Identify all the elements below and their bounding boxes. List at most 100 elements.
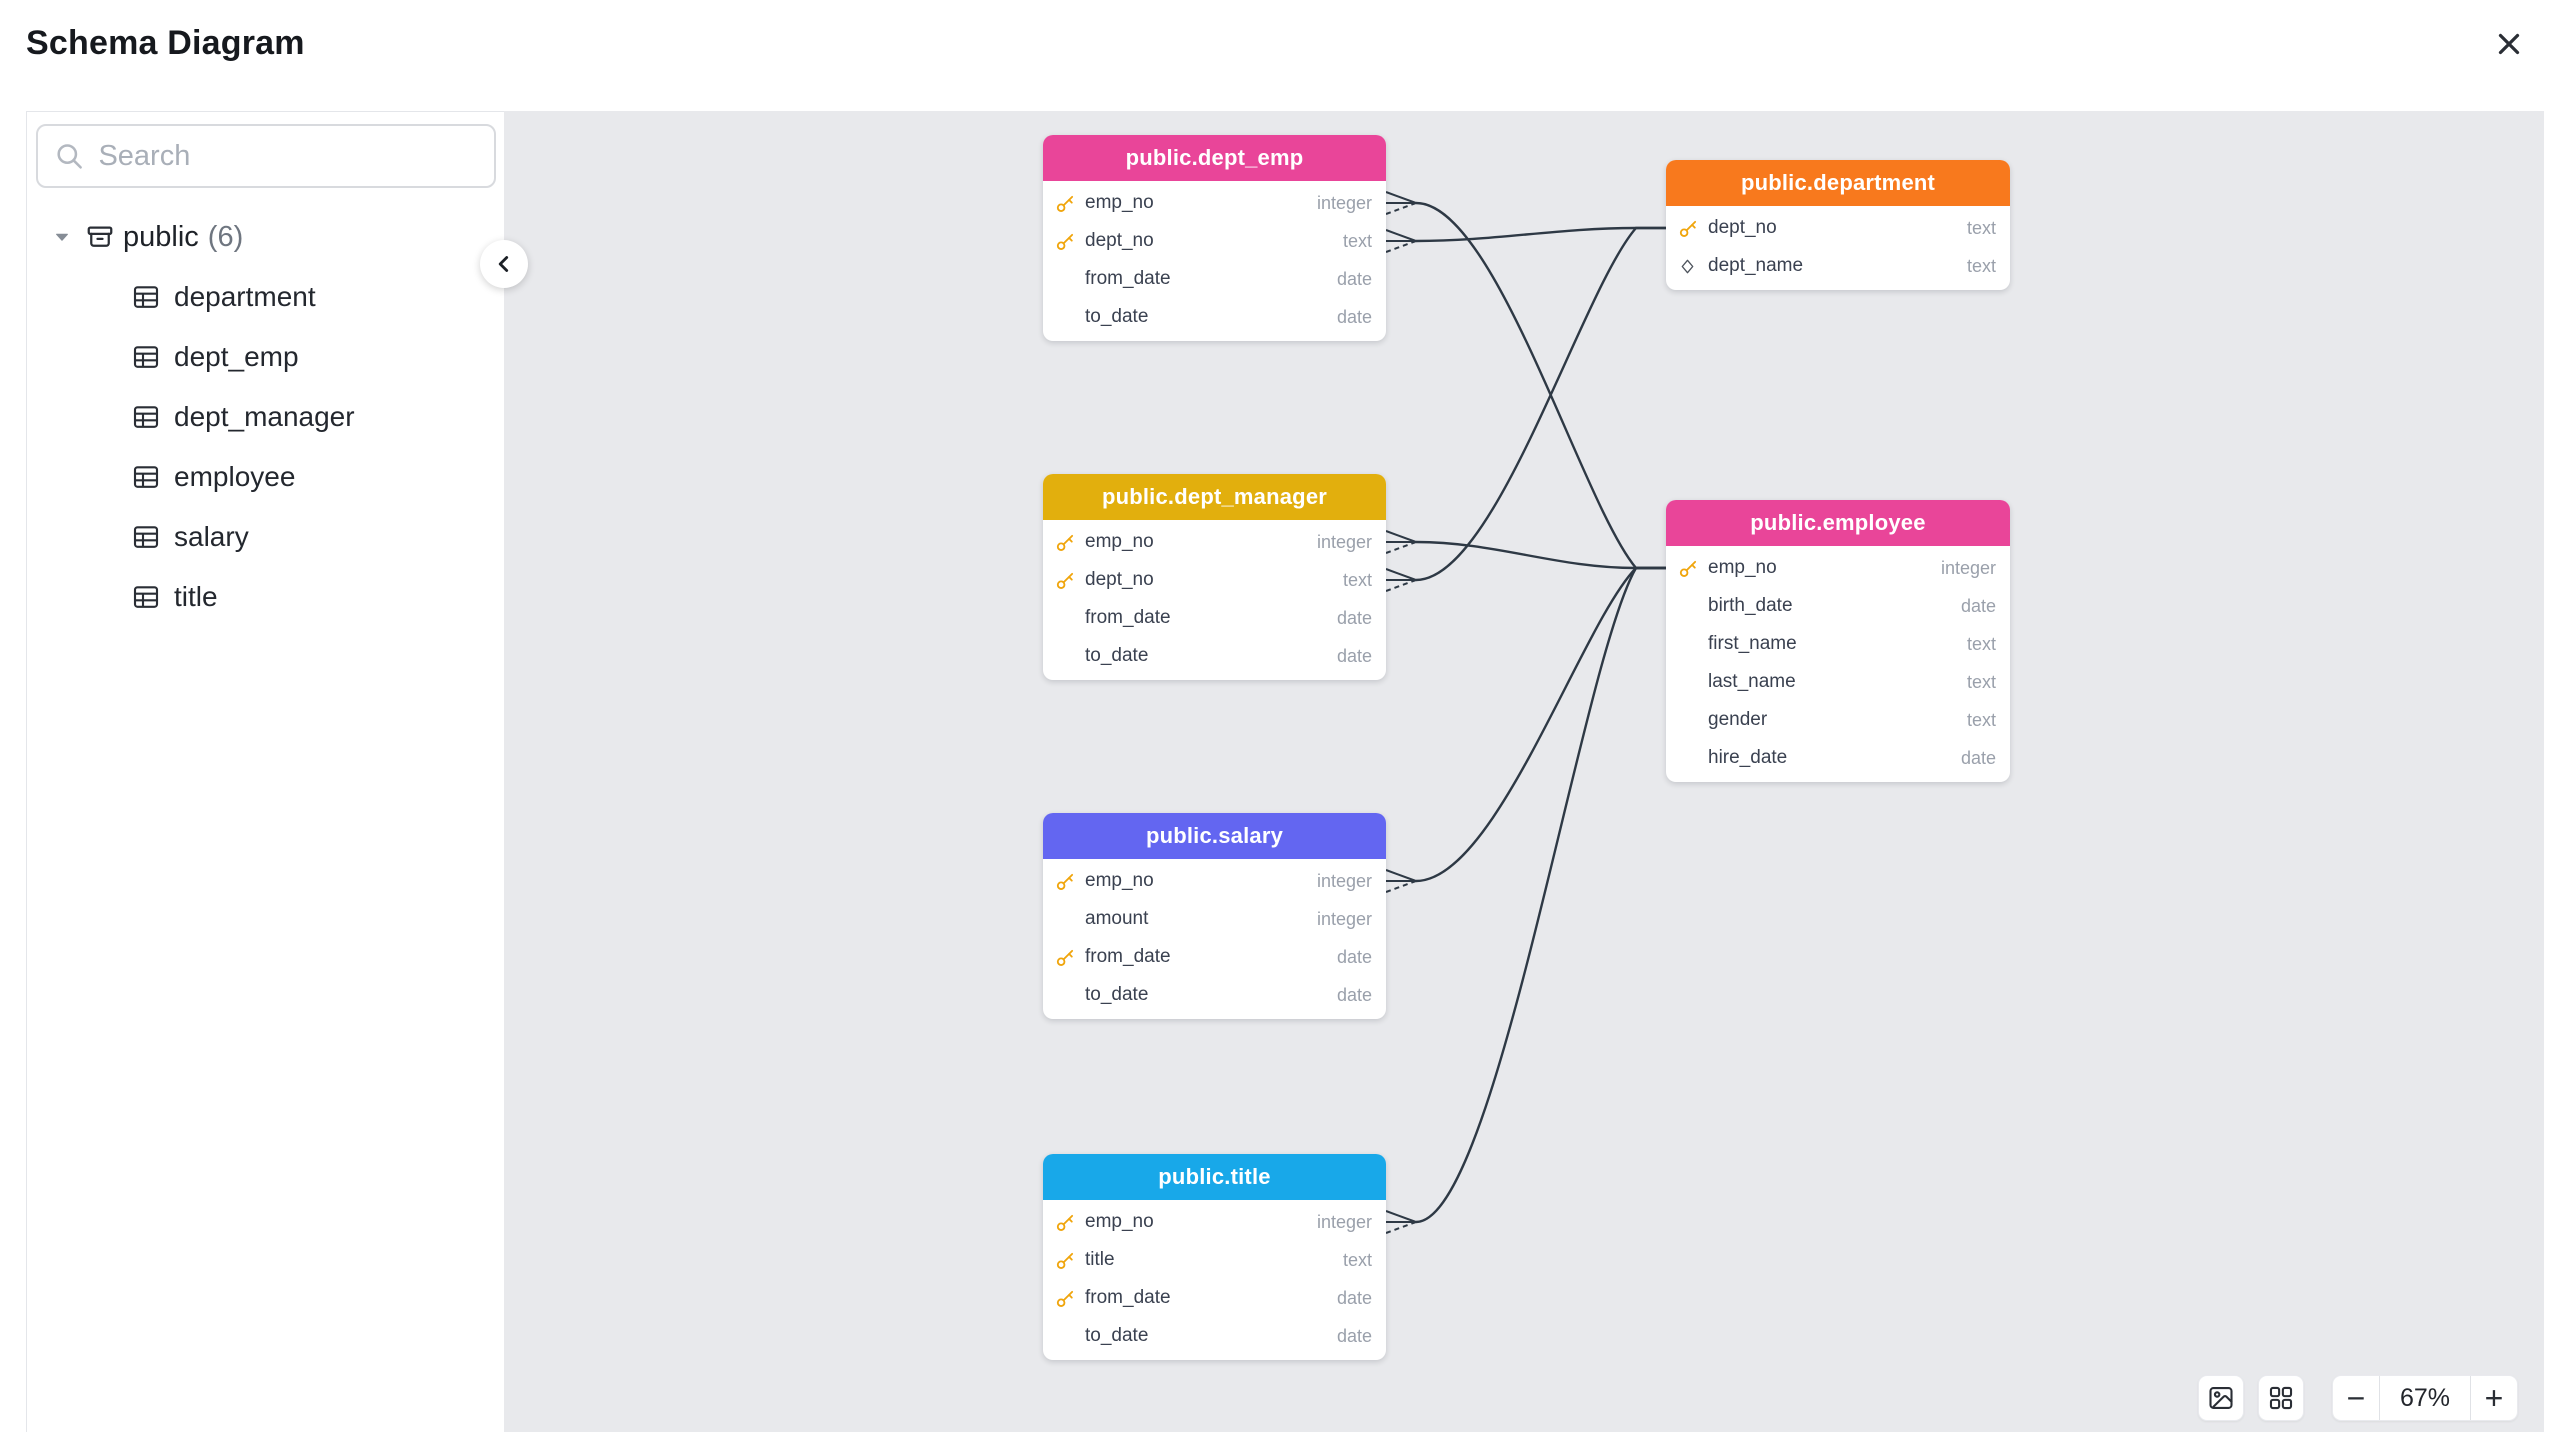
export-image-button[interactable]: [2198, 1375, 2244, 1421]
column-row-employee-first_name: first_name text: [1666, 625, 2010, 663]
column-type: date: [1336, 946, 1372, 967]
column-name: dept_no: [1085, 569, 1154, 590]
table-header-title[interactable]: public.title: [1043, 1154, 1386, 1200]
primary-key-icon: [1055, 1210, 1085, 1234]
search-icon: [57, 144, 82, 169]
column-name: emp_no: [1085, 192, 1154, 213]
column-type: integer: [1316, 192, 1372, 213]
chevron-left-icon: [498, 256, 509, 272]
zoom-in-button[interactable]: +: [2471, 1376, 2517, 1420]
column-type: date: [1960, 747, 1996, 768]
primary-key-icon: [1055, 191, 1085, 215]
column-row-dept_emp-from_date: from_date date: [1043, 260, 1386, 298]
column-icon-spacer: [1055, 983, 1085, 1007]
edge-dept_manager-employee: [1385, 530, 1666, 570]
primary-key-icon: [1055, 1248, 1085, 1272]
column-type: text: [1966, 671, 1996, 692]
column-name: dept_no: [1708, 217, 1777, 238]
table-header-dept_manager[interactable]: public.dept_manager: [1043, 474, 1386, 520]
caret-down-icon: [56, 233, 68, 241]
close-icon: [2498, 33, 2520, 55]
column-icon-spacer: [1055, 907, 1085, 931]
column-type: text: [1966, 709, 1996, 730]
column-icon-spacer: [1678, 594, 1708, 618]
table-header-dept_emp[interactable]: public.dept_emp: [1043, 135, 1386, 181]
column-name: last_name: [1708, 671, 1796, 692]
column-icon-spacer: [1678, 708, 1708, 732]
zoom-out-button[interactable]: −: [2333, 1376, 2379, 1420]
column-name: from_date: [1085, 607, 1171, 628]
column-name: birth_date: [1708, 595, 1793, 616]
column-row-department-dept_no: dept_no text: [1666, 209, 2010, 247]
column-name: first_name: [1708, 633, 1797, 654]
sidebar-item-dept_emp[interactable]: dept_emp: [27, 327, 504, 387]
column-type: text: [1966, 217, 1996, 238]
primary-key-icon: [1678, 556, 1708, 580]
column-name: to_date: [1085, 984, 1149, 1005]
column-type: date: [1336, 984, 1372, 1005]
column-name: hire_date: [1708, 747, 1788, 768]
table-header-employee[interactable]: public.employee: [1666, 500, 2010, 546]
table-icon: [131, 582, 161, 612]
sidebar-item-salary[interactable]: salary: [27, 507, 504, 567]
column-name: emp_no: [1708, 557, 1777, 578]
column-type: date: [1336, 1287, 1372, 1308]
schema-table-count: (6): [207, 220, 244, 253]
edge-dept_manager-department: [1385, 226, 1666, 592]
table-header-department[interactable]: public.department: [1666, 160, 2010, 206]
primary-key-icon: [1055, 945, 1085, 969]
column-icon-spacer: [1678, 670, 1708, 694]
table-icon: [131, 522, 161, 552]
sidebar-item-label: dept_emp: [174, 341, 299, 372]
auto-layout-button[interactable]: [2258, 1375, 2304, 1421]
column-row-salary-to_date: to_date date: [1043, 976, 1386, 1014]
sidebar-item-employee[interactable]: employee: [27, 447, 504, 507]
column-type: date: [1336, 645, 1372, 666]
column-name: from_date: [1085, 1287, 1171, 1308]
column-type: text: [1342, 230, 1372, 251]
sidebar-item-label: employee: [174, 461, 296, 492]
image-icon: [2209, 1387, 2233, 1409]
column-type: date: [1336, 268, 1372, 289]
column-row-employee-hire_date: hire_date date: [1666, 739, 2010, 777]
nullable-diamond-icon: [1678, 254, 1708, 278]
sidebar-item-title[interactable]: title: [27, 567, 504, 627]
sidebar-item-department[interactable]: department: [27, 267, 504, 327]
table-header-salary[interactable]: public.salary: [1043, 813, 1386, 859]
sidebar-item-public-schema[interactable]: public (6): [27, 207, 504, 267]
sidebar-item-dept_manager[interactable]: dept_manager: [27, 387, 504, 447]
search-box[interactable]: [36, 124, 496, 188]
sidebar-item-label: salary: [174, 521, 249, 552]
primary-key-icon: [1055, 229, 1085, 253]
close-button[interactable]: [2487, 22, 2531, 66]
primary-key-icon: [1678, 216, 1708, 240]
edge-dept_emp-employee: [1385, 191, 1666, 570]
search-input[interactable]: [98, 139, 478, 173]
column-name: to_date: [1085, 1325, 1149, 1346]
column-type: text: [1966, 633, 1996, 654]
canvas-toolbar: − 67% +: [2198, 1375, 2518, 1421]
sidebar-collapse-button[interactable]: [480, 240, 528, 288]
column-name: from_date: [1085, 268, 1171, 289]
